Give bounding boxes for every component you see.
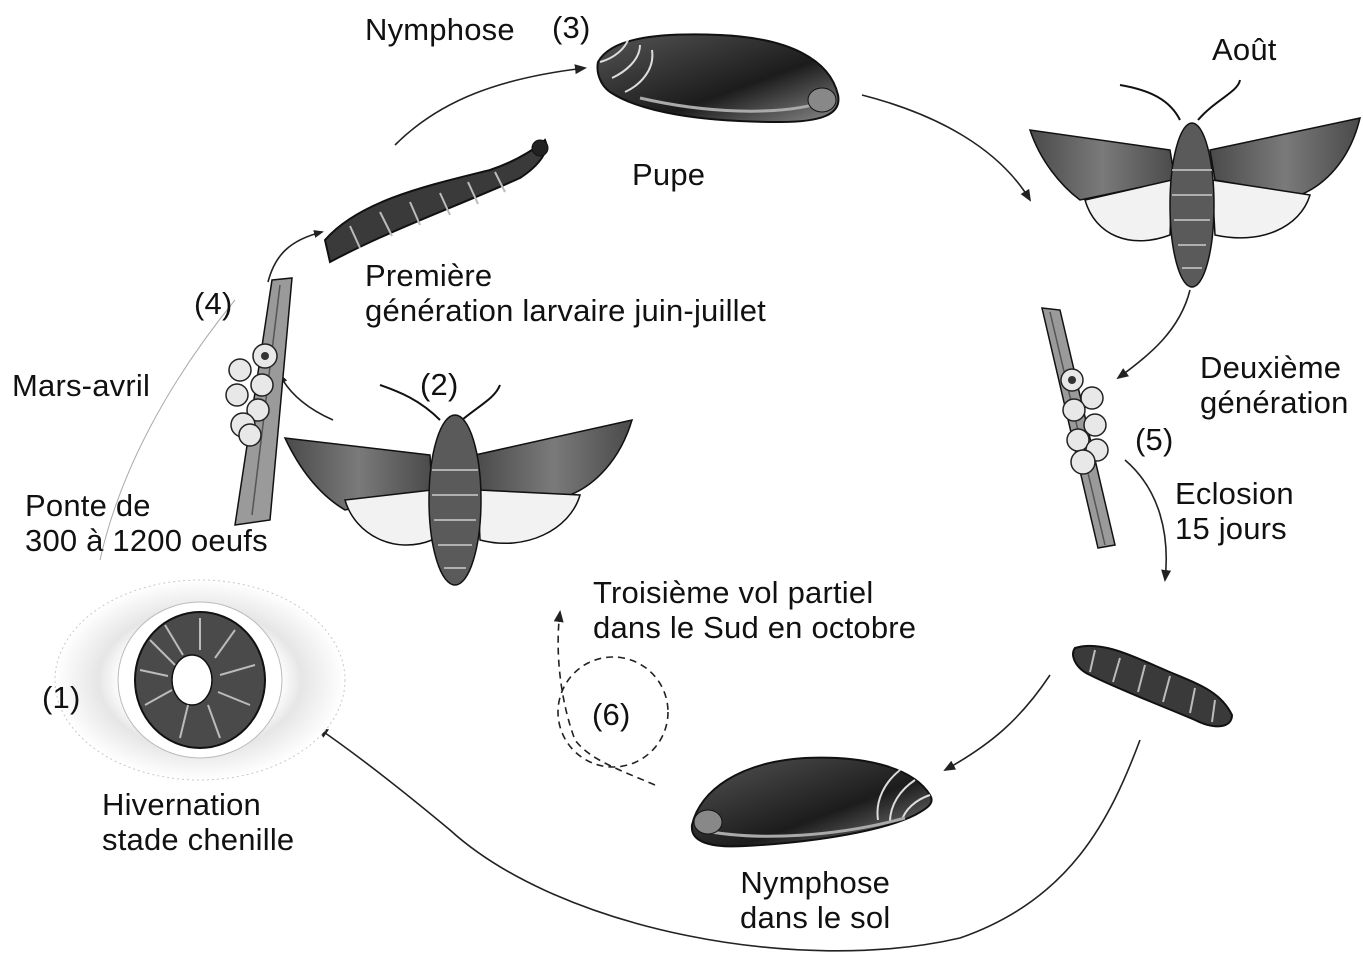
label-eclosion: Eclosion 15 jours xyxy=(1175,476,1294,546)
label-step-6: (6) xyxy=(592,697,631,732)
label-deuxieme-line2: génération xyxy=(1200,385,1349,420)
arrow-larva-to-pupa-soil xyxy=(945,675,1050,770)
adult-moth-aout-illustration xyxy=(1030,80,1360,287)
label-premiere-line2: génération larvaire juin-juillet xyxy=(365,293,766,328)
label-step-5: (5) xyxy=(1135,422,1174,457)
label-step-1: (1) xyxy=(42,680,81,715)
label-troisieme-line1: Troisième vol partiel xyxy=(593,575,916,610)
label-premiere-line1: Première xyxy=(365,258,766,293)
label-eclosion-line1: Eclosion xyxy=(1175,476,1294,511)
label-ponte: Ponte de 300 à 1200 oeufs xyxy=(25,488,268,558)
adult-moth-center-illustration xyxy=(285,385,632,585)
label-deuxieme-generation: Deuxième génération xyxy=(1200,350,1349,420)
egg-stem-right-illustration xyxy=(1042,308,1115,548)
label-nymphose-top: Nymphose xyxy=(365,12,515,47)
label-hivernation-line2: stade chenille xyxy=(102,822,294,857)
arrow-larva-to-pupa xyxy=(395,68,585,145)
label-nymphose-sol: Nymphose dans le sol xyxy=(740,865,890,935)
overwintering-larva-illustration xyxy=(55,580,345,780)
label-pupe: Pupe xyxy=(632,157,705,192)
pupa-soil-illustration xyxy=(692,758,932,847)
label-step-3: (3) xyxy=(552,10,591,45)
arrow-eggs-to-larva-right xyxy=(1125,460,1166,580)
label-aout: Août xyxy=(1212,32,1277,67)
label-troisieme-line2: dans le Sud en octobre xyxy=(593,610,916,645)
label-nymphose-sol-line1: Nymphose xyxy=(740,865,890,900)
label-troisieme-vol: Troisième vol partiel dans le Sud en oct… xyxy=(593,575,916,645)
arrow-eggs-to-larva-left xyxy=(268,232,322,282)
label-ponte-line2: 300 à 1200 oeufs xyxy=(25,523,268,558)
larva-first-generation-illustration xyxy=(325,140,548,262)
label-ponte-line1: Ponte de xyxy=(25,488,268,523)
label-step-4: (4) xyxy=(194,286,233,321)
label-step-2: (2) xyxy=(420,367,459,402)
label-nymphose-sol-line2: dans le sol xyxy=(740,900,890,935)
label-hivernation-line1: Hivernation xyxy=(102,787,294,822)
label-hivernation: Hivernation stade chenille xyxy=(102,787,294,857)
label-premiere-generation: Première génération larvaire juin-juille… xyxy=(365,258,766,328)
larva-second-generation-illustration xyxy=(1073,646,1232,727)
pupa-top-illustration xyxy=(598,34,839,122)
label-deuxieme-line1: Deuxième xyxy=(1200,350,1349,385)
arrow-moth-to-eggs-left xyxy=(280,375,333,420)
label-mars-avril: Mars-avril xyxy=(12,368,150,403)
label-eclosion-line2: 15 jours xyxy=(1175,511,1294,546)
arrow-moth-to-eggs-right xyxy=(1118,290,1190,378)
arrow-pupa-to-moth-aout xyxy=(862,95,1030,200)
